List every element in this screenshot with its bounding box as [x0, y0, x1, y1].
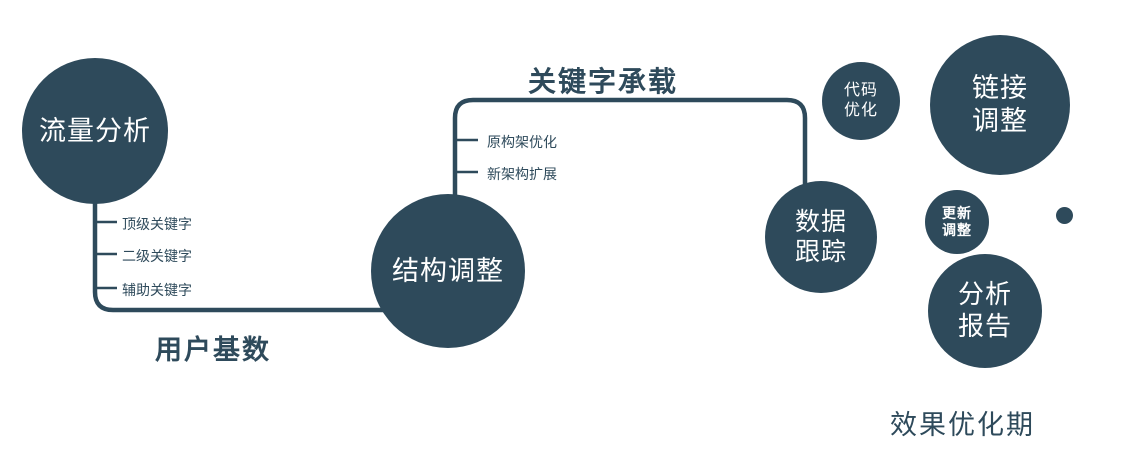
analysis-report-node: 分析 报告 — [928, 254, 1042, 368]
analysis-report-label-line1: 分析 — [957, 279, 1012, 310]
traffic-analysis-label: 流量分析 — [39, 115, 151, 146]
structure-branch-label-new-arch: 新架构扩展 — [487, 166, 557, 182]
traffic-analysis-node: 流量分析 — [22, 58, 168, 204]
user-base-edge-label: 用户基数 — [155, 335, 271, 365]
keyword-carrying-edge-label: 关键字承载 — [528, 66, 679, 97]
traffic-branch-ticks — [97, 220, 117, 290]
analysis-report-label-line2: 报告 — [957, 311, 1012, 341]
traffic-branch-label-top-keywords: 顶级关键字 — [122, 216, 192, 232]
update-adjustment-label-line1: 更新 — [942, 204, 972, 221]
structure-adjust-label: 结构调整 — [392, 255, 504, 286]
link-adjustment-label-line1: 链接 — [972, 73, 1028, 104]
dot-marker — [1056, 207, 1073, 224]
link-adjustment-node: 链接 调整 — [930, 35, 1070, 175]
structure-adjust-node: 结构调整 — [371, 194, 525, 348]
code-optimization-label-line2: 优化 — [843, 102, 878, 119]
structure-branch-label-original-arch: 原构架优化 — [487, 134, 557, 150]
structure-branch-ticks — [457, 138, 478, 174]
data-tracking-label-line2: 跟踪 — [794, 238, 847, 266]
data-tracking-node: 数据 跟踪 — [765, 181, 877, 293]
link-adjustment-label-line2: 调整 — [972, 106, 1028, 136]
code-optimization-node: 代码 优化 — [822, 62, 900, 140]
data-tracking-label-line1: 数据 — [794, 207, 847, 236]
update-adjustment-node: 更新 调整 — [925, 190, 989, 254]
traffic-branch-label-aux-keywords: 辅助关键字 — [122, 282, 192, 298]
update-adjustment-label-line2: 调整 — [942, 222, 972, 238]
effect-optimization-label: 效果优化期 — [890, 410, 1035, 440]
traffic-branch-label-second-keywords: 二级关键字 — [122, 248, 192, 264]
code-optimization-label-line1: 代码 — [843, 82, 878, 100]
